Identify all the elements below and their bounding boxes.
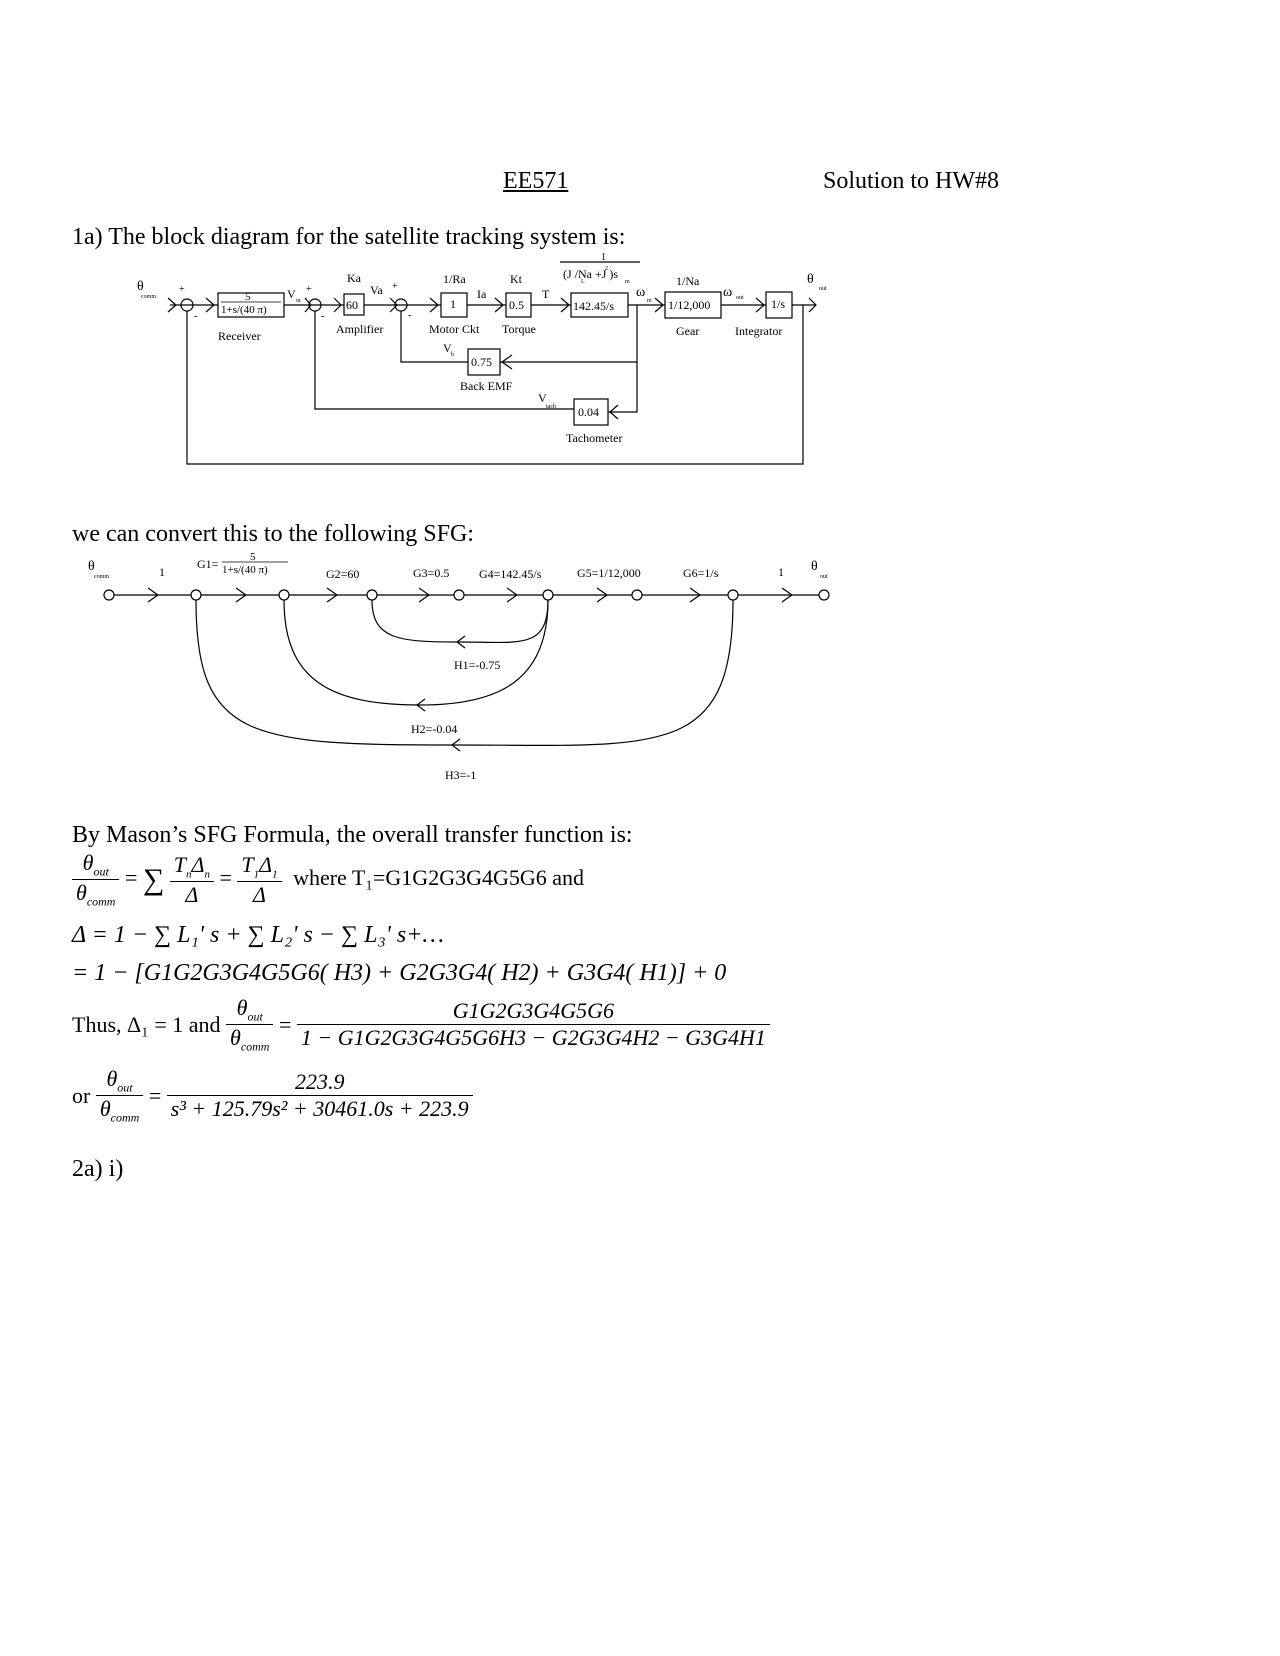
svg-text:-: - xyxy=(408,310,411,321)
svg-text:V: V xyxy=(443,341,452,355)
integrator-block xyxy=(765,291,793,319)
svg-text:tach: tach xyxy=(546,404,556,410)
final-transfer-function: or θout θcomm = 223.9 s³ + 125.79s² + 30… xyxy=(72,1066,473,1126)
svg-text:142.45/s: 142.45/s xyxy=(573,299,614,313)
svg-text:+: + xyxy=(306,284,312,295)
svg-text:Ka: Ka xyxy=(347,271,362,285)
svg-text:ω: ω xyxy=(636,285,645,300)
svg-text:(J /Na +J )s: (J /Na +J )s xyxy=(563,267,618,281)
svg-text:1: 1 xyxy=(601,252,606,263)
sfg-g6: G6=1/s xyxy=(683,566,719,580)
svg-text:+: + xyxy=(392,281,398,292)
svg-text:1/Ra: 1/Ra xyxy=(443,272,466,286)
svg-text:L: L xyxy=(581,279,585,285)
svg-text:m: m xyxy=(625,279,630,285)
svg-text:0.04: 0.04 xyxy=(578,405,599,419)
sfg-h3: H3=-1 xyxy=(445,768,476,782)
svg-text:Va: Va xyxy=(370,283,383,297)
svg-text:θ: θ xyxy=(88,559,95,574)
svg-text:T: T xyxy=(542,287,550,301)
svg-text:Ia: Ia xyxy=(477,287,487,301)
torque-block xyxy=(505,292,532,318)
document-title: Solution to HW#8 xyxy=(823,168,1000,194)
sfg-g1: G1= xyxy=(197,557,219,571)
amplifier-block xyxy=(343,293,365,316)
svg-text:out: out xyxy=(820,574,828,580)
svg-text:1/12,000: 1/12,000 xyxy=(668,298,710,312)
theta-out-label: θ xyxy=(807,272,814,287)
svg-text:-: - xyxy=(321,311,324,322)
svg-text:Kt: Kt xyxy=(510,272,523,286)
receiver-label: Receiver xyxy=(218,329,261,343)
svg-text:m: m xyxy=(647,298,652,304)
transfer-function-line: Thus, Δ₁ = 1 and θout θcomm = G1G2G3G4G5… xyxy=(72,995,770,1055)
motor-label: Motor Ckt xyxy=(429,322,480,336)
integrator-label: Integrator xyxy=(735,324,782,338)
back-emf-label: Back EMF xyxy=(460,379,513,393)
svg-text:2: 2 xyxy=(605,266,608,272)
svg-text:b: b xyxy=(451,352,454,358)
svg-text:out: out xyxy=(736,295,744,301)
svg-text:θ: θ xyxy=(811,559,818,574)
svg-text:1: 1 xyxy=(450,297,456,311)
delta-definition: Δ = 1 − ∑ L₁' s + ∑ L₂' s − ∑ L₃' s+… xyxy=(72,922,444,948)
sfg-intro: we can convert this to the following SFG… xyxy=(72,521,474,547)
question-1a-intro: 1a) The block diagram for the satellite … xyxy=(72,224,626,250)
sfg-h1: H1=-0.75 xyxy=(454,658,500,672)
svg-text:V: V xyxy=(287,287,296,301)
sfg-g4: G4=142.45/s xyxy=(479,567,542,581)
question-2a-label: 2a) i) xyxy=(72,1156,124,1182)
svg-text:1/Na: 1/Na xyxy=(676,274,700,288)
sfg-g3: G3=0.5 xyxy=(413,566,449,580)
amplifier-label: Amplifier xyxy=(336,322,383,336)
gear-label: Gear xyxy=(676,324,699,338)
svg-text:1/s: 1/s xyxy=(771,297,785,311)
svg-text:0.5: 0.5 xyxy=(509,298,524,312)
sfg-g5: G5=1/12,000 xyxy=(577,566,641,580)
motor-block xyxy=(440,292,468,318)
svg-text:60: 60 xyxy=(346,298,358,312)
load-block xyxy=(570,292,629,318)
course-title: EE571 xyxy=(503,168,569,194)
theta-comm-label: θ xyxy=(137,279,144,294)
svg-text:5: 5 xyxy=(245,291,251,303)
svg-text:-: - xyxy=(194,311,197,322)
back-emf-block xyxy=(467,348,501,376)
block-diagram: θ comm θ out + - + - + - 5 1+s/(40 π) Re… xyxy=(137,252,827,465)
torque-label: Torque xyxy=(502,322,536,336)
svg-text:0.75: 0.75 xyxy=(471,355,492,369)
svg-text:V: V xyxy=(538,391,547,405)
svg-text:5: 5 xyxy=(250,551,256,563)
svg-text:comm: comm xyxy=(141,294,156,300)
delta-expansion: = 1 − [G1G2G3G4G5G6( H3) + G2G3G4( H2) +… xyxy=(72,960,727,986)
svg-text:1: 1 xyxy=(159,565,165,579)
mason-intro: By Mason’s SFG Formula, the overall tran… xyxy=(72,822,633,848)
svg-text:1+s/(40 π): 1+s/(40 π) xyxy=(221,304,267,316)
sfg-h2: H2=-0.04 xyxy=(411,722,457,736)
svg-text:ω: ω xyxy=(723,285,732,300)
sfg-g2: G2=60 xyxy=(326,567,359,581)
svg-text:comm: comm xyxy=(94,574,109,580)
svg-text:in: in xyxy=(296,298,301,304)
svg-text:1: 1 xyxy=(778,565,784,579)
tachometer-label: Tachometer xyxy=(566,431,622,445)
svg-text:out: out xyxy=(819,286,827,292)
receiver-block xyxy=(217,292,285,318)
mason-formula-line: θout θcomm = ∑ TnΔn Δ = T1Δ1 Δ where T₁=… xyxy=(72,850,584,910)
tachometer-block xyxy=(573,398,609,426)
svg-text:+: + xyxy=(179,284,185,295)
gear-block xyxy=(664,291,722,319)
signal-flow-graph: θ comm θ out 1 1 G1= 5 1+s/(40 π) G2=60 … xyxy=(88,551,830,782)
svg-text:1+s/(40 π): 1+s/(40 π) xyxy=(222,564,268,576)
